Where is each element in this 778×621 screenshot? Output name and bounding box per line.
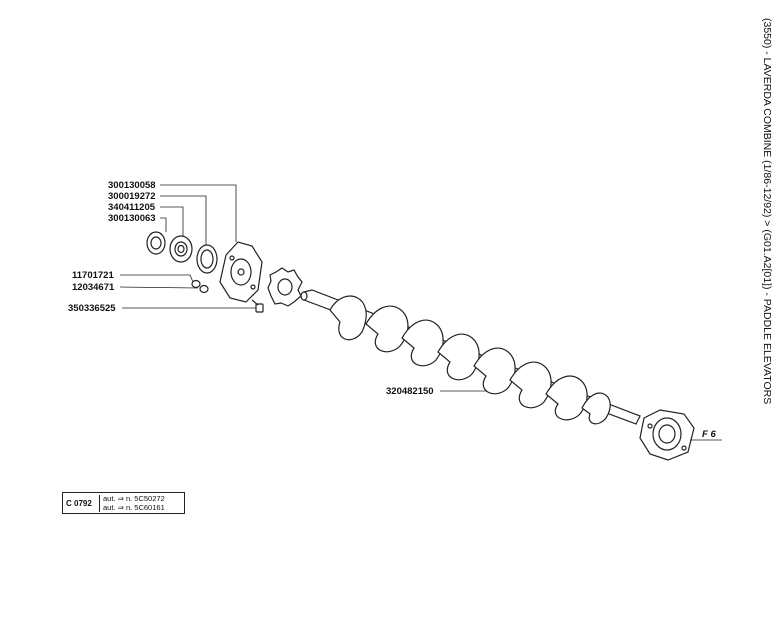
washer-12034671 <box>199 284 209 294</box>
nut-11701721 <box>191 279 201 289</box>
bolt-350336525 <box>251 299 264 313</box>
part-label-300019272[interactable]: 300019272 <box>108 191 156 202</box>
part-label-300130063[interactable]: 300130063 <box>108 213 156 224</box>
part-label-340411205[interactable]: 340411205 <box>108 202 156 213</box>
reference-line-2: aut. ⇒ n. 5C60161 <box>103 503 165 512</box>
reference-line-1: aut. ⇒ n. 5C50272 <box>103 494 165 503</box>
bushing-300130063 <box>146 231 166 255</box>
flange-300130058 <box>219 241 263 303</box>
ring-300019272 <box>196 244 218 274</box>
reference-box: C 0792 aut. ⇒ n. 5C50272 aut. ⇒ n. 5C601… <box>62 492 185 514</box>
sprocket <box>267 267 303 307</box>
page-title: (3550) - LAVERDA COMBINE (1/86-12/92) > … <box>761 18 773 405</box>
part-label-12034671[interactable]: 12034671 <box>72 282 115 293</box>
part-label-11701721[interactable]: 11701721 <box>72 270 114 281</box>
bearing-340411205 <box>169 235 193 263</box>
part-label-350336525[interactable]: 350336525 <box>68 303 116 314</box>
leader-lines <box>119 184 498 392</box>
part-label-320482150[interactable]: 320482150 <box>386 386 434 397</box>
auger-shaft-320482150 <box>300 289 641 425</box>
bearing-housing <box>639 409 695 461</box>
callout-f6: F 6 <box>702 429 716 440</box>
reference-code: C 0792 <box>66 499 92 508</box>
part-label-300130058[interactable]: 300130058 <box>108 180 156 191</box>
reference-divider <box>99 495 100 512</box>
